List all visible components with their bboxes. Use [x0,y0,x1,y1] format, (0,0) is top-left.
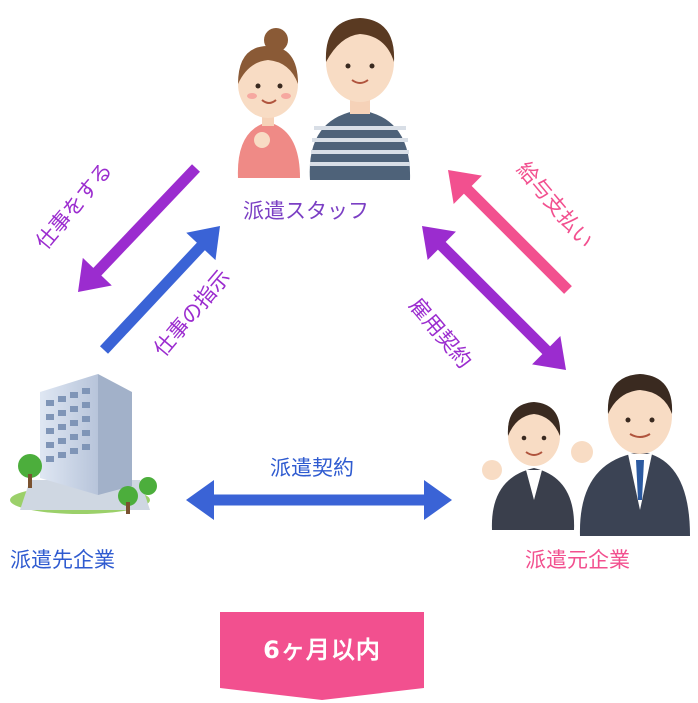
staff-couple-illustration [237,18,411,180]
work-done-arrow [78,164,200,292]
instruction-arrow-shaft [99,238,209,354]
arrows [78,164,572,520]
client-company-label: 派遣先企業 [10,548,115,572]
woman-figure [237,28,300,178]
salary-arrow-head [448,170,482,204]
employment-arrow-shaft [433,237,555,359]
office-building-illustration [10,374,157,514]
dispatch-arrow [186,480,452,520]
dispatch-contract-label: 派遣契約 [270,456,354,480]
business-people-illustration [482,374,690,536]
staff-label: 派遣スタッフ [243,199,369,223]
duration-banner-shape [220,612,424,700]
work-done-arrow-shaft [89,164,200,280]
duration-banner-text: 6ヶ月以内 [263,636,381,664]
salary-arrow-shaft [459,181,572,294]
dispatch-arrow-head [424,480,452,520]
instruction-arrow [99,226,220,354]
agency-company-label: 派遣元企業 [525,548,630,572]
work-done-arrow-head [78,257,112,292]
instruction-arrow-head [186,226,220,261]
dispatch-arrow-tail-head [186,480,214,520]
salary-arrow [448,170,572,294]
employment-arrow-tail-head [422,226,456,260]
employment-arrow [422,226,566,370]
man-figure [309,18,411,180]
employment-arrow-head [532,336,566,370]
